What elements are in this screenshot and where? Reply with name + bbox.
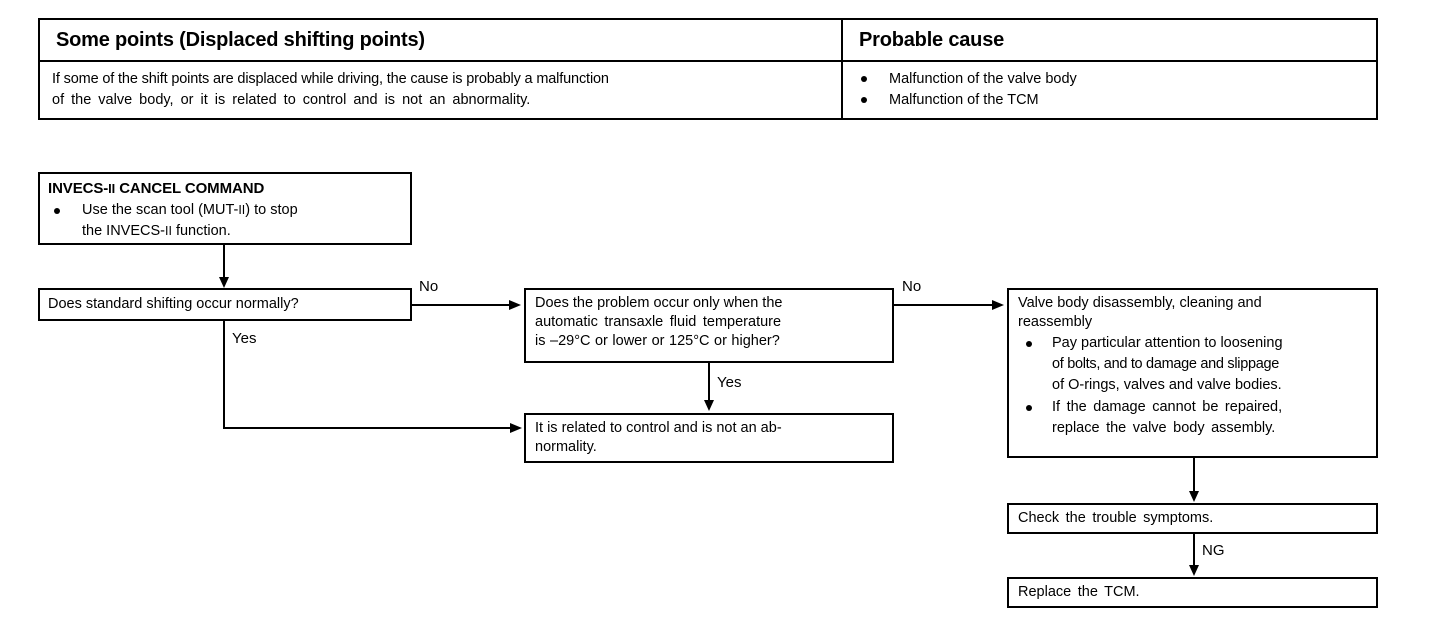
valve-bullet2-line-2: replace the valve body assembly. xyxy=(1052,419,1276,436)
connector-check-to-replace xyxy=(1193,534,1195,567)
connector-q1-to-q2 xyxy=(412,304,510,306)
decision-q2-line-3: is –29°C or lower or 125°C or higher? xyxy=(535,333,780,350)
valve-bullet2-line-1: If the damage cannot be repaired, xyxy=(1052,398,1283,415)
decision-box-standard-shifting: Does standard shifting occur normally? xyxy=(38,288,412,321)
valve-box-header-line-2: reassembly xyxy=(1018,313,1093,330)
arrowhead-down-icon xyxy=(1189,491,1199,502)
roman-numeral-two: II xyxy=(108,181,116,196)
arrowhead-right-icon xyxy=(510,423,522,433)
arrowhead-right-icon xyxy=(992,300,1004,310)
edge-label-no-1: No xyxy=(419,278,439,295)
decision-q2-line-1: Does the problem occur only when the xyxy=(535,295,783,311)
edge-label-yes-2: Yes xyxy=(717,374,742,391)
arrowhead-right-icon xyxy=(509,300,521,310)
valve-box-header-line-1: Valve body disassembly, cleaning and xyxy=(1018,295,1262,311)
roman-numeral-two: II xyxy=(238,202,246,217)
invecs-cancel-command-box: INVECS-II CANCEL COMMAND Use the scan to… xyxy=(38,172,412,245)
table-cell-symptom-description: If some of the shift points are displace… xyxy=(40,62,841,118)
action-box-replace-tcm: Replace the TCM. xyxy=(1007,577,1378,608)
roman-numeral-two: II xyxy=(165,223,172,238)
arrowhead-down-icon xyxy=(1189,565,1199,576)
table-cell-causes: Malfunction of the valve body Malfunctio… xyxy=(843,62,1376,118)
arrowhead-down-icon xyxy=(704,400,714,411)
check-symptoms-text: Check the trouble symptoms. xyxy=(1018,509,1214,526)
connector-q1-yes-horizontal xyxy=(223,427,511,429)
symptom-text-line-1: If some of the shift points are displace… xyxy=(52,71,609,87)
valve-bullet1-line-1: Pay particular attention to loosening xyxy=(1052,334,1283,351)
decision-box-fluid-temperature: Does the problem occur only when the aut… xyxy=(524,288,894,363)
symptom-text-line-2: of the valve body, or it is related to c… xyxy=(52,91,531,108)
abnormality-line-1: It is related to control and is not an a… xyxy=(535,420,782,436)
replace-tcm-text: Replace the TCM. xyxy=(1018,583,1140,600)
connector-q2-to-valve xyxy=(894,304,993,306)
list-item: Pay particular attention to loosening of… xyxy=(1018,333,1371,396)
table-header-symptom: Some points (Displaced shifting points) xyxy=(56,28,425,51)
table-header-probable-cause: Probable cause xyxy=(859,28,1005,51)
connector-q2-to-abnormality xyxy=(708,363,710,401)
list-item: Use the scan tool (MUT-II) to stop the I… xyxy=(48,200,404,242)
connector-q1-yes-vertical xyxy=(223,321,225,429)
table-header-divider xyxy=(40,60,1376,62)
outcome-box-not-abnormality: It is related to control and is not an a… xyxy=(524,413,894,463)
valve-instruction-list: Pay particular attention to loosening of… xyxy=(1018,333,1371,439)
action-box-check-trouble-symptoms: Check the trouble symptoms. xyxy=(1007,503,1378,534)
invecs-instruction-list: Use the scan tool (MUT-II) to stop the I… xyxy=(48,200,404,242)
edge-label-no-2: No xyxy=(902,278,922,295)
probable-cause-table: Some points (Displaced shifting points) … xyxy=(38,18,1378,120)
cause-list: Malfunction of the valve body Malfunctio… xyxy=(859,69,1366,111)
decision-q1-text: Does standard shifting occur normally? xyxy=(48,295,299,312)
table-column-divider xyxy=(841,20,843,118)
connector-valve-to-check xyxy=(1193,458,1195,492)
decision-q2-line-2: automatic transaxle fluid temperature xyxy=(535,314,782,331)
list-item: If the damage cannot be repaired, replac… xyxy=(1018,397,1371,439)
abnormality-line-2: normality. xyxy=(535,439,597,456)
edge-label-yes-1: Yes xyxy=(232,330,257,347)
invecs-box-title: INVECS-II CANCEL COMMAND xyxy=(48,180,265,197)
action-box-valve-body-service: Valve body disassembly, cleaning and rea… xyxy=(1007,288,1378,458)
arrowhead-down-icon xyxy=(219,277,229,288)
list-item: Malfunction of the TCM xyxy=(859,90,1366,111)
connector-invecs-to-q1 xyxy=(223,245,225,278)
list-item: Malfunction of the valve body xyxy=(859,69,1366,90)
valve-bullet1-line-3: of O-rings, valves and valve bodies. xyxy=(1052,376,1282,393)
edge-label-ng: NG xyxy=(1202,542,1225,559)
valve-bullet1-line-2: of bolts, and to damage and slippage xyxy=(1052,355,1280,372)
